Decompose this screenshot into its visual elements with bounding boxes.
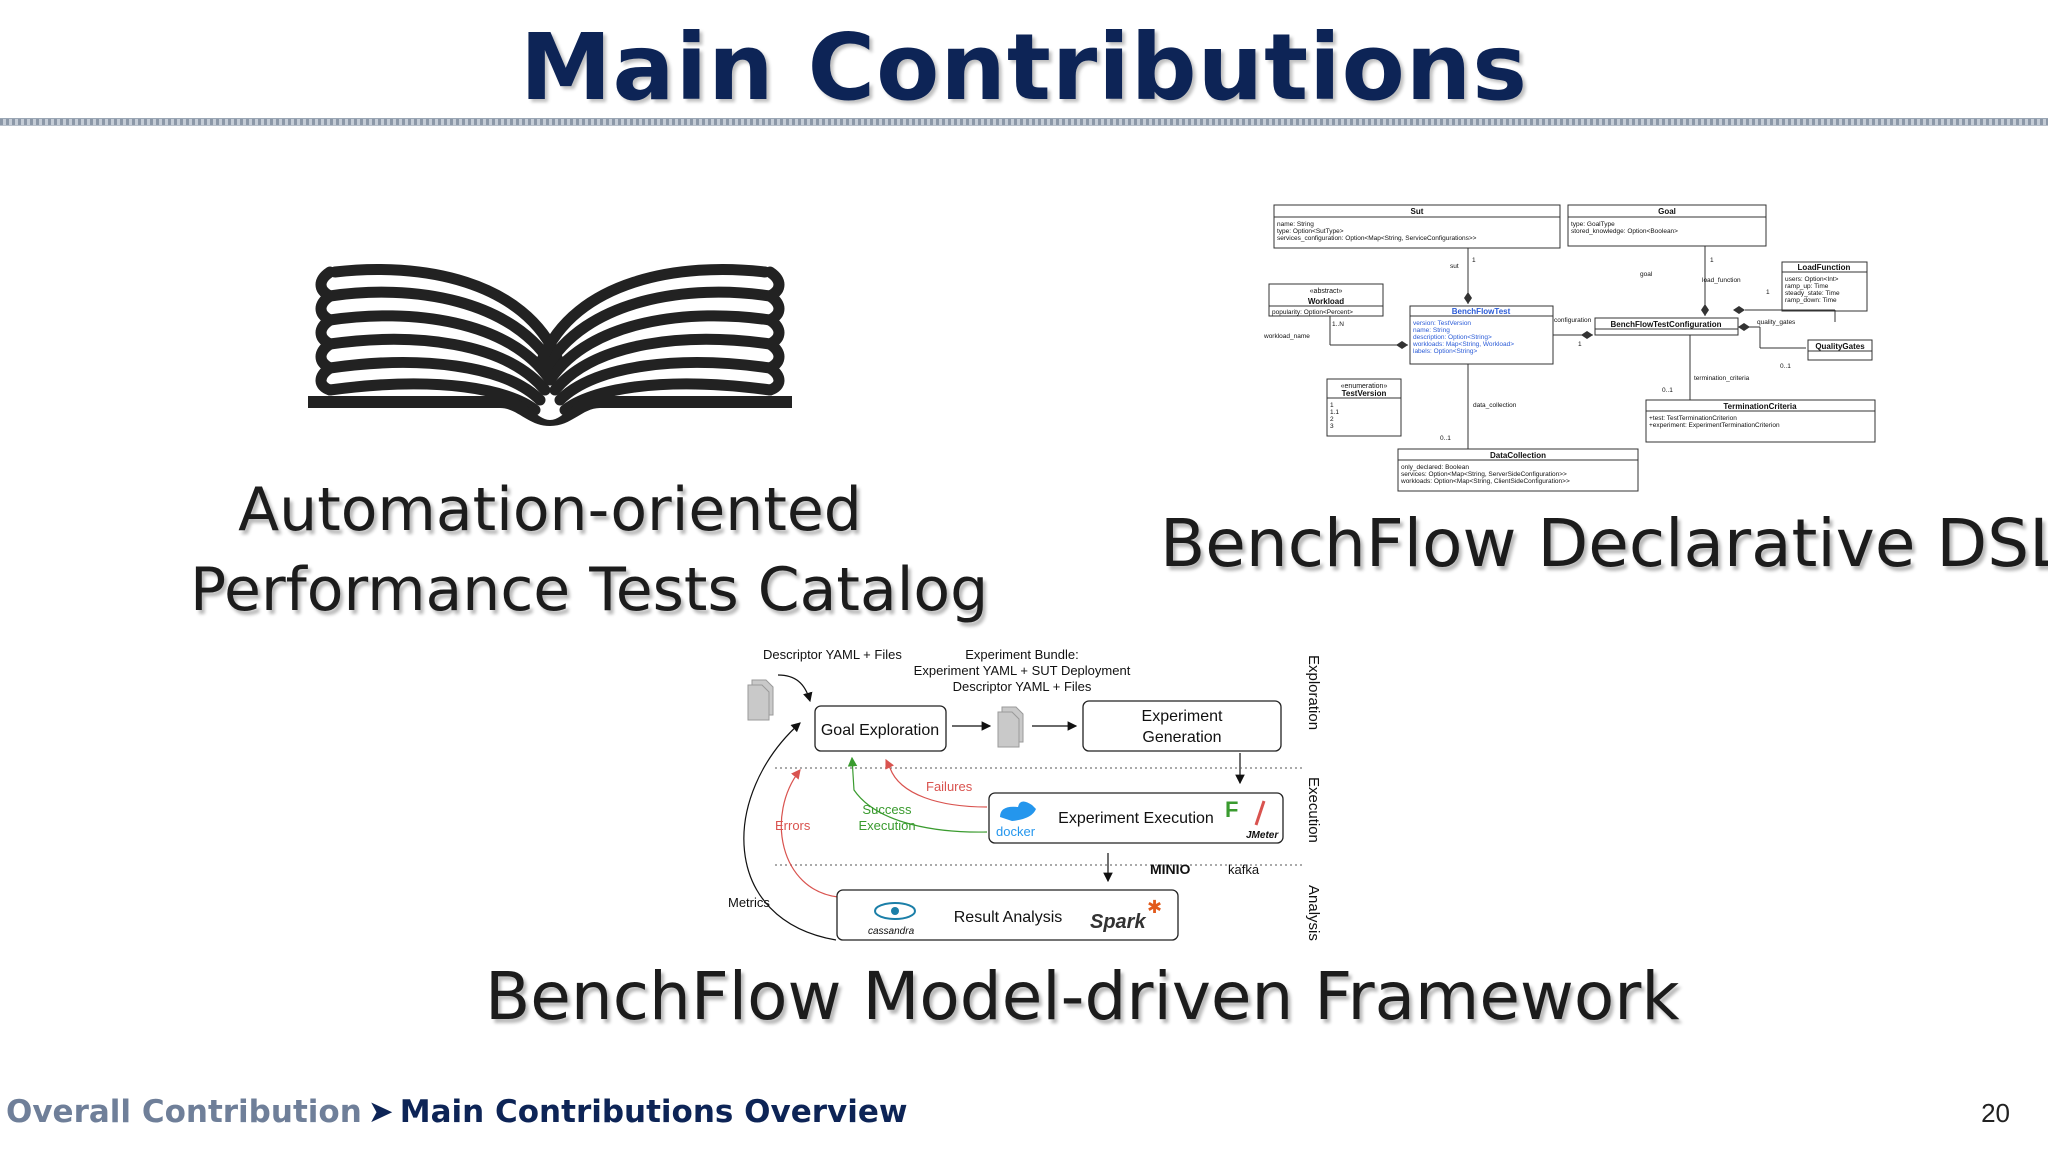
framework-flow-diagram: Descriptor YAML + Files Experiment Bundl… [728,647,1322,941]
uml-loadfunction-attr: ramp_up: Time [1785,283,1829,290]
uml-sut-attr: services_configuration: Option<Map<Strin… [1277,235,1477,242]
docker-logo-icon: docker [996,801,1036,839]
uml-loadfunction-attr: steady_state: Time [1785,290,1840,297]
uml-termination-title: TerminationCriteria [1723,402,1797,411]
document-icon [997,706,1024,748]
uml-workload-stereotype: «abstract» [1310,288,1343,295]
uml-assoc-label: goal [1640,271,1653,278]
uml-benchflowtest-attr: name: String [1413,327,1450,334]
spark-star-icon: ✱ [1147,897,1162,917]
uml-assoc-label: sut [1450,263,1459,270]
descriptor-label: Descriptor YAML + Files [763,647,902,662]
errors-label: Errors [775,818,811,833]
phase-execution-label: Execution [1305,777,1322,843]
uml-benchflowtest-attr: labels: Option<String> [1413,348,1478,355]
catalog-caption-line1: Automation-oriented [238,475,862,545]
uml-datacollection-attr: workloads: Option<Map<String, ClientSide… [1400,478,1570,485]
uml-assoc-label: 1 [1472,257,1476,264]
jmeter-label: JMeter [1246,830,1279,841]
uml-testversion-attr: 1 [1330,402,1334,409]
uml-testversion-attr: 3 [1330,423,1334,430]
docker-label: docker [996,824,1036,839]
uml-qualitygates-title: QualityGates [1815,342,1865,351]
uml-workload-attr: popularity: Option<Percent> [1272,309,1353,316]
uml-benchflowtest-attr: version: TestVersion [1413,320,1471,327]
goal-exploration-node: Goal Exploration [821,722,939,739]
breadcrumb: Overall Contribution➤Main Contributions … [6,1094,908,1130]
open-book-icon [308,264,792,426]
bundle-label: Experiment YAML + SUT Deployment [914,663,1131,678]
success-label: Success [862,802,912,817]
uml-assoc-label: 1 [1578,341,1582,348]
dsl-caption: BenchFlow Declarative DSL [1160,505,2048,582]
uml-assoc-label: 1 [1766,289,1770,296]
uml-assoc-label: workload_name [1263,333,1310,340]
uml-benchflowtest-attr: workloads: Map<String, Workload> [1412,341,1514,348]
uml-assoc-label: quality_gates [1757,319,1796,326]
uml-loadfunction-title: LoadFunction [1798,263,1851,272]
uml-assoc-label: 0..1 [1440,435,1451,442]
breadcrumb-section[interactable]: Overall Contribution [6,1094,362,1130]
uml-assoc-label: 1..N [1332,321,1344,328]
uml-testversion-attr: 2 [1330,416,1334,423]
uml-assoc-label: 0..1 [1780,363,1791,370]
slide-title: Main Contributions [519,14,1529,121]
uml-assoc-label: 1 [1710,257,1714,264]
metrics-label: Metrics [728,895,770,910]
experiment-execution-node: Experiment Execution [1058,810,1214,827]
uml-assoc-label: configuration [1554,317,1592,324]
success-label: Execution [858,818,915,833]
svg-text:F: F [1225,797,1238,822]
kafka-logo-icon: kafka [1228,862,1260,877]
document-icon [747,679,774,721]
phase-analysis-label: Analysis [1305,885,1322,941]
uml-config-title: BenchFlowTestConfiguration [1611,320,1722,329]
bundle-label: Experiment Bundle: [965,647,1078,662]
uml-sut-attr: name: String [1277,221,1314,228]
title-divider [0,118,2048,126]
catalog-caption-line2: Performance Tests Catalog [190,555,989,625]
uml-benchflowtest-attr: description: Option<String> [1413,334,1492,341]
bundle-label: Descriptor YAML + Files [953,679,1092,694]
uml-sut-title: Sut [1411,207,1424,216]
uml-goal-attr: type: GoalType [1571,221,1615,228]
minio-logo-icon: MINIO [1150,861,1191,877]
uml-testversion-attr: 1.1 [1330,409,1339,416]
uml-goal-attr: stored_knowledge: Option<Boolean> [1571,228,1678,235]
breadcrumb-separator-icon: ➤ [367,1094,394,1130]
framework-caption: BenchFlow Model-driven Framework [485,958,1680,1035]
uml-termination-attr: +experiment: ExperimentTerminationCriter… [1649,422,1780,429]
uml-benchflowtest-title: BenchFlowTest [1452,307,1511,316]
uml-assoc-label: data_collection [1473,402,1517,409]
result-analysis-node: Result Analysis [954,909,1063,926]
uml-sut-attr: type: Option<SutType> [1277,228,1344,235]
cassandra-logo-icon: cassandra [868,902,916,937]
experiment-generation-node: Generation [1142,729,1221,746]
uml-testversion-title: TestVersion [1342,389,1387,398]
spark-logo-icon: Spark [1090,911,1146,933]
uml-assoc-label: load_function [1702,277,1741,284]
uml-termination-attr: +test: TestTerminationCriterion [1649,415,1737,422]
uml-workload-title: Workload [1308,297,1344,306]
breadcrumb-current: Main Contributions Overview [399,1094,908,1130]
page-number: 20 [1981,1098,2010,1128]
catalog-caption: Automation-oriented Performance Tests Ca… [190,470,989,630]
experiment-generation-node: Experiment [1142,708,1223,725]
uml-datacollection-title: DataCollection [1490,451,1546,460]
phase-exploration-label: Exploration [1305,655,1322,730]
uml-loadfunction-attr: ramp_down: Time [1785,297,1837,304]
uml-assoc-label: termination_criteria [1694,375,1750,382]
failures-label: Failures [926,779,973,794]
uml-goal-title: Goal [1658,207,1676,216]
dsl-class-diagram: Sut Goal LoadFunction Workload BenchFlow… [1263,204,1876,492]
uml-loadfunction-attr: users: Option<Int> [1785,276,1839,283]
uml-datacollection-attr: only_declared: Boolean [1401,464,1469,471]
jmeter-logo-icon: F JMeter [1225,797,1279,841]
uml-assoc-label: 0..1 [1662,387,1673,394]
uml-datacollection-attr: services: Option<Map<String, ServerSideC… [1401,471,1567,478]
cassandra-label: cassandra [868,926,915,937]
uml-testversion-stereotype: «enumeration» [1341,383,1388,390]
